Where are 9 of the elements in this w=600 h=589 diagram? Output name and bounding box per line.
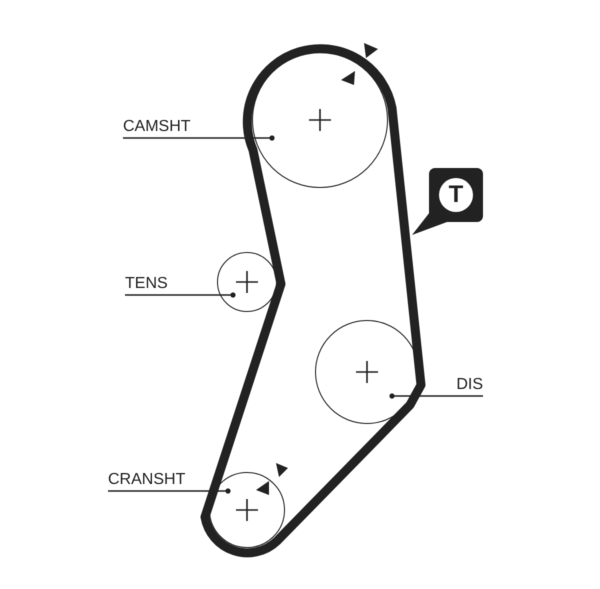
leader-line (123, 135, 275, 141)
part-label: TENS (125, 274, 185, 294)
tension-badge: T (429, 168, 483, 222)
part-label: CRANSHT (108, 470, 208, 490)
part-label: DIS (443, 375, 483, 395)
leader-line (389, 393, 483, 399)
leader-line (125, 292, 236, 298)
leader-line (108, 488, 231, 494)
part-label: CAMSHT (123, 117, 203, 137)
